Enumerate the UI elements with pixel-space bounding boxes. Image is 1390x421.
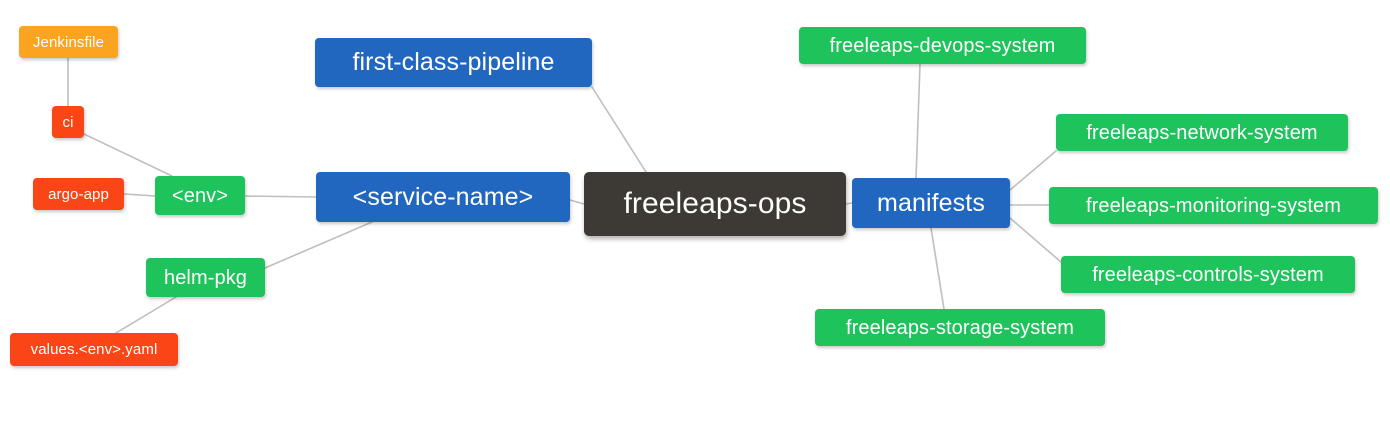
mindmap-node-label: Jenkinsfile [32, 33, 105, 51]
mindmap-edge [123, 193, 156, 197]
mindmap-node-label: freeleaps-devops-system [829, 34, 1056, 57]
mindmap-node-service-name[interactable]: <service-name> [316, 172, 570, 222]
mindmap-node-label: <service-name> [352, 182, 534, 211]
mindmap-node-freeleaps-storage-system[interactable]: freeleaps-storage-system [815, 309, 1105, 346]
mindmap-node-label: argo-app [48, 185, 109, 203]
mindmap-node-label: helm-pkg [163, 266, 248, 289]
mindmap-edge [915, 63, 921, 179]
mindmap-node-freeleaps-devops-system[interactable]: freeleaps-devops-system [799, 27, 1086, 64]
mindmap-edge [569, 199, 585, 205]
mindmap-node-freeleaps-network-system[interactable]: freeleaps-network-system [1056, 114, 1348, 151]
mindmap-edge [930, 227, 945, 310]
mindmap-edge [264, 221, 373, 269]
mindmap-node-label: ci [62, 113, 74, 131]
mindmap-node-label: manifests [877, 188, 985, 217]
mindmap-node-label: <env> [171, 184, 229, 207]
mindmap-node-label: freeleaps-ops [623, 187, 807, 220]
mindmap-node-values-env-yaml[interactable]: values.<env>.yaml [10, 333, 178, 366]
mindmap-edge [1009, 150, 1057, 191]
mindmap-node-label: freeleaps-controls-system [1092, 263, 1324, 286]
mindmap-node-ci[interactable]: ci [52, 106, 84, 138]
mindmap-node-label: freeleaps-storage-system [845, 316, 1075, 339]
mindmap-node-env[interactable]: <env> [155, 176, 245, 215]
mindmap-node-label: freeleaps-network-system [1086, 121, 1318, 144]
mindmap-edge [1009, 217, 1062, 263]
mindmap-node-jenkinsfile[interactable]: Jenkinsfile [19, 26, 118, 58]
mindmap-edge [591, 86, 647, 173]
mindmap-node-first-class-pipeline[interactable]: first-class-pipeline [315, 38, 592, 87]
mindmap-node-argo-app[interactable]: argo-app [33, 178, 124, 210]
mindmap-node-label: values.<env>.yaml [30, 341, 158, 358]
mindmap-node-freeleaps-monitoring-system[interactable]: freeleaps-monitoring-system [1049, 187, 1378, 224]
mindmap-node-manifests[interactable]: manifests [852, 178, 1010, 228]
mindmap-edge [244, 195, 317, 198]
mindmap-node-freeleaps-ops[interactable]: freeleaps-ops [584, 172, 846, 236]
mindmap-edge [115, 296, 177, 334]
mindmap-node-freeleaps-controls-system[interactable]: freeleaps-controls-system [1061, 256, 1355, 293]
mindmap-edge [83, 133, 173, 177]
mindmap-node-label: freeleaps-monitoring-system [1085, 194, 1341, 217]
mindmap-node-label: first-class-pipeline [352, 48, 555, 76]
mindmap-node-helm-pkg[interactable]: helm-pkg [146, 258, 265, 297]
